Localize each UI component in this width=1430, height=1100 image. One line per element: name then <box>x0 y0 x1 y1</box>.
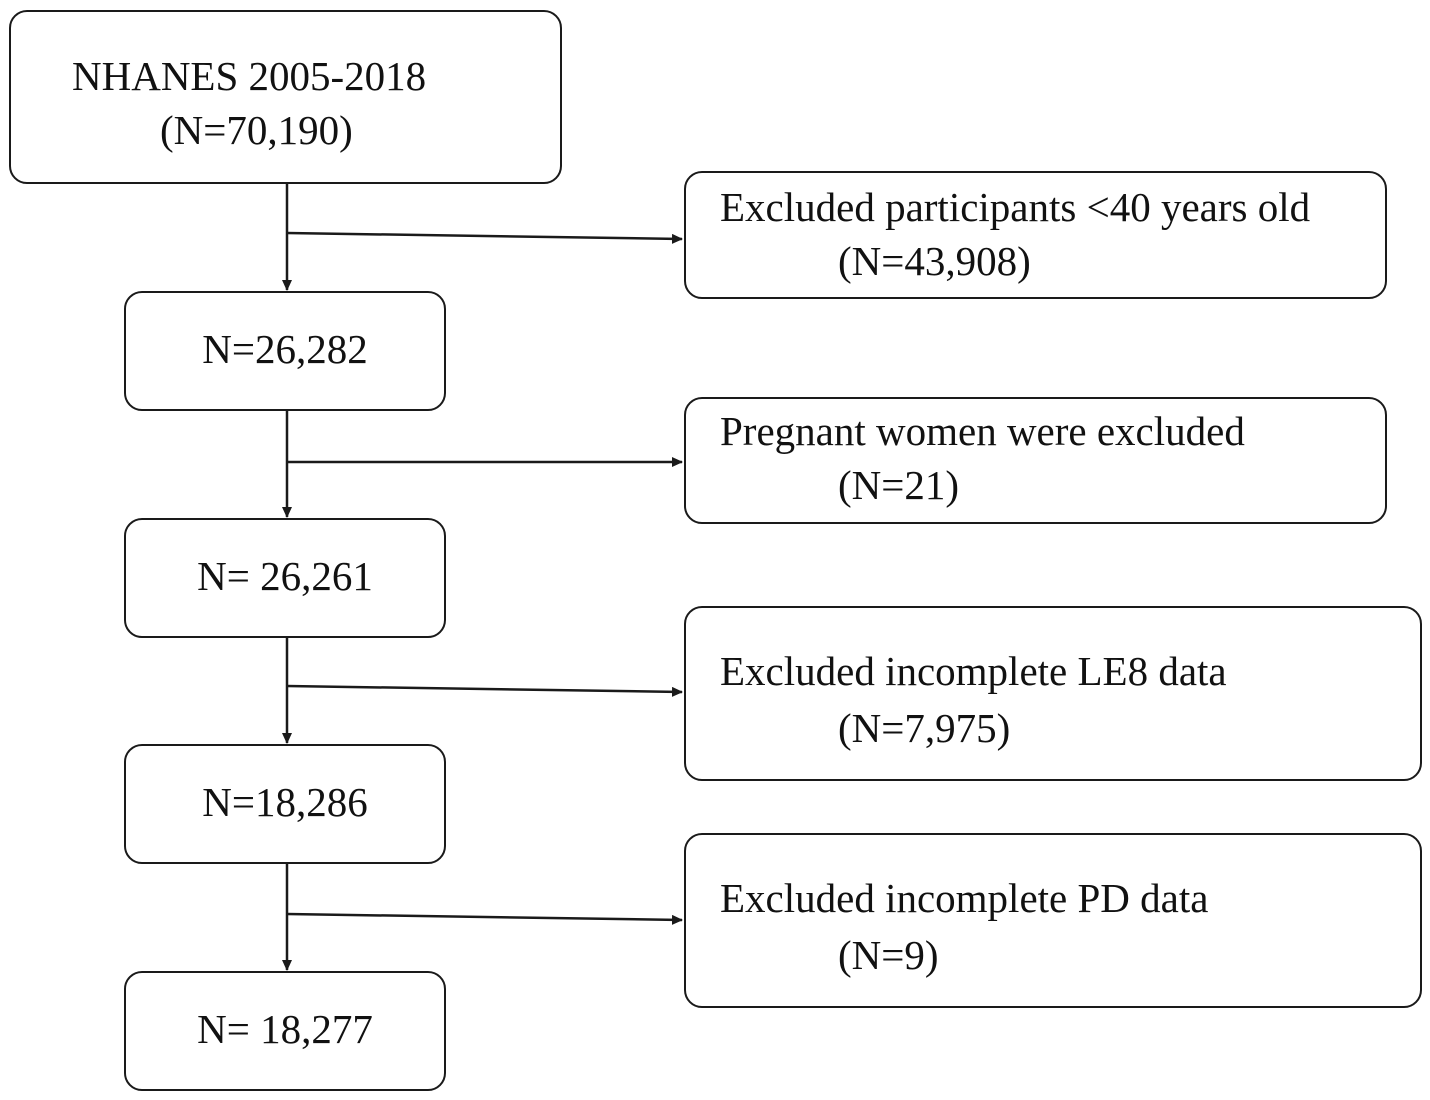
main-box-3: N= 26,261 <box>124 518 446 638</box>
main-box-5-count: N= 18,277 <box>197 1006 373 1052</box>
exclusion-box-4-count: (N=9) <box>838 932 939 978</box>
exclusion-box-4: Excluded incomplete PD data (N=9) <box>684 833 1422 1008</box>
arrow-exclusion-4 <box>286 912 683 925</box>
exclusion-box-3-text: Excluded incomplete LE8 data <box>720 648 1227 694</box>
exclusion-box-3: Excluded incomplete LE8 data (N=7,975) <box>684 606 1422 781</box>
arrow-exclusion-1 <box>286 231 683 244</box>
main-box-4-count: N=18,286 <box>202 779 368 825</box>
main-box-1: NHANES 2005-2018 (N=70,190) <box>9 10 562 184</box>
exclusion-box-2-count: (N=21) <box>838 462 960 508</box>
main-box-1-title: NHANES 2005-2018 <box>72 53 427 99</box>
arrow-exclusion-3 <box>286 684 683 697</box>
exclusion-box-2: Pregnant women were excluded (N=21) <box>684 397 1387 524</box>
main-box-4: N=18,286 <box>124 744 446 864</box>
main-box-2-count: N=26,282 <box>202 326 368 372</box>
exclusion-box-1-count: (N=43,908) <box>838 238 1031 284</box>
main-box-2: N=26,282 <box>124 291 446 411</box>
main-box-1-count: (N=70,190) <box>160 107 353 153</box>
exclusion-box-1-text: Excluded participants <40 years old <box>720 184 1311 230</box>
exclusion-box-3-count: (N=7,975) <box>838 705 1011 751</box>
exclusion-box-1: Excluded participants <40 years old (N=4… <box>684 171 1387 299</box>
main-box-5: N= 18,277 <box>124 971 446 1091</box>
exclusion-box-4-text: Excluded incomplete PD data <box>720 875 1209 921</box>
exclusion-box-2-text: Pregnant women were excluded <box>720 408 1245 454</box>
main-box-3-count: N= 26,261 <box>197 553 373 599</box>
